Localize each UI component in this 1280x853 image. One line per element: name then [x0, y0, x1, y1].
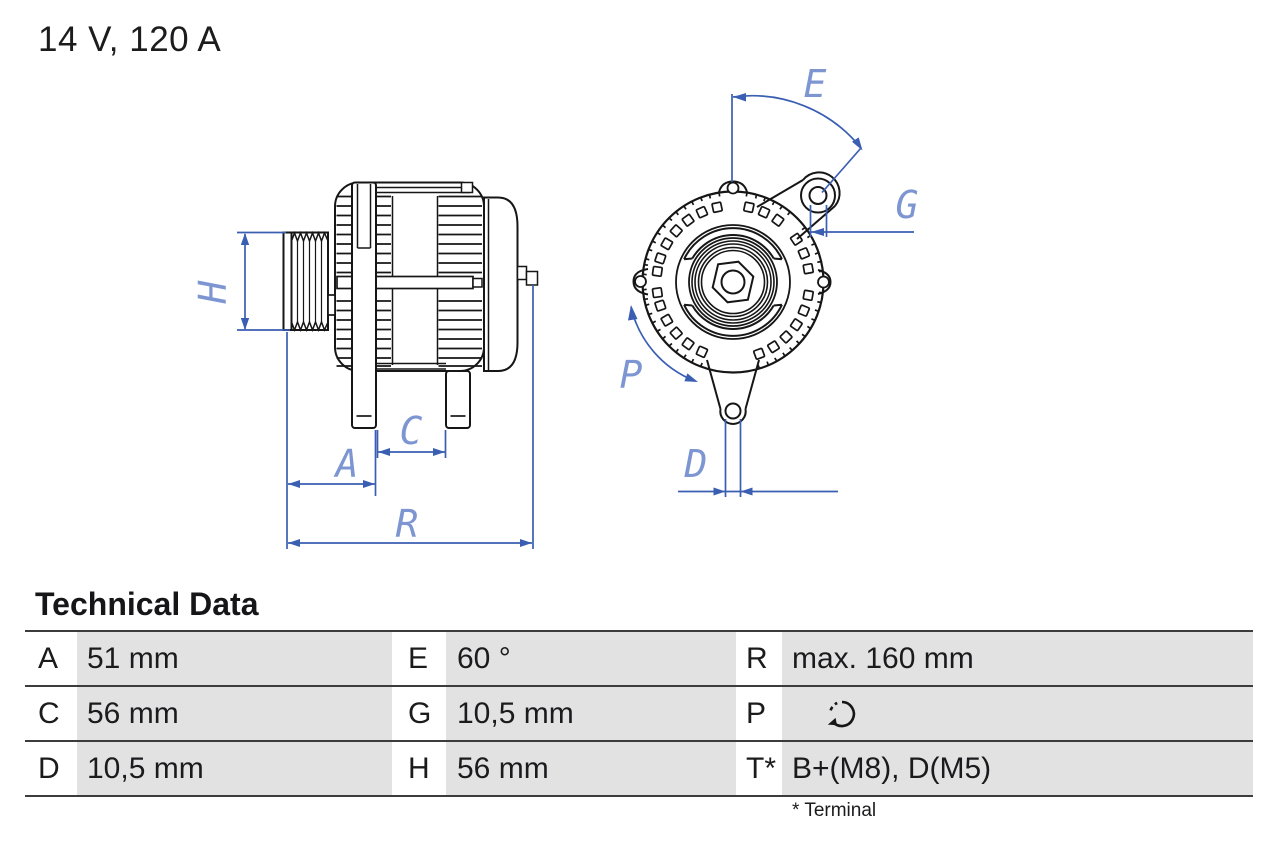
rotation-direction-icon: [827, 700, 856, 727]
terminal-footnote: * Terminal: [792, 800, 877, 821]
table-key-cell: R: [736, 632, 782, 685]
table-value-cell: 56 mm: [446, 742, 736, 795]
table-key-cell: H: [392, 742, 446, 795]
side-view-dimensions: H A C R: [191, 231, 534, 549]
table-key-cell: P: [736, 687, 782, 740]
dim-label-H: H: [191, 279, 235, 304]
shaft-hex-nut: [711, 260, 755, 304]
table-key-cell: E: [392, 632, 446, 685]
product-spec-title: 14 V, 120 A: [38, 20, 222, 59]
table-key-cell: A: [25, 632, 77, 685]
table-value-cell: 10,5 mm: [446, 687, 736, 740]
dim-label-C: C: [400, 409, 423, 453]
dim-label-A: A: [334, 442, 359, 486]
table-key-cell: G: [392, 687, 446, 740]
dim-label-R: R: [396, 502, 419, 546]
alternator-side-view: [282, 181, 539, 429]
dim-label-D: D: [684, 442, 708, 486]
table-key-cell: T*: [736, 742, 782, 795]
dim-label-G: G: [896, 183, 919, 227]
table-value-cell: 51 mm: [77, 632, 392, 685]
table-row: C 56 mm G 10,5 mm P: [25, 685, 1253, 740]
table-key-cell: C: [25, 687, 77, 740]
table-value-cell: 56 mm: [77, 687, 392, 740]
table-row: D 10,5 mm H 56 mm T* B+(M8), D(M5): [25, 740, 1253, 795]
table-value-cell: [782, 687, 1253, 740]
technical-data-table: A 51 mm E 60 ° R max. 160 mm C 56 mm G 1…: [25, 630, 1253, 797]
technical-data-heading: Technical Data: [35, 586, 259, 622]
table-key-cell: D: [25, 742, 77, 795]
alternator-front-view: [632, 171, 841, 425]
table-value-cell: max. 160 mm: [782, 632, 1253, 685]
table-value-cell: 60 °: [446, 632, 736, 685]
dim-label-P: P: [620, 353, 643, 397]
dim-label-E: E: [804, 62, 827, 106]
table-value-cell: B+(M8), D(M5): [782, 742, 1253, 795]
table-row: A 51 mm E 60 ° R max. 160 mm: [25, 630, 1253, 685]
technical-drawing: H A C R: [191, 62, 919, 549]
front-view-dimensions: E G P D: [620, 62, 919, 497]
table-value-cell: 10,5 mm: [77, 742, 392, 795]
